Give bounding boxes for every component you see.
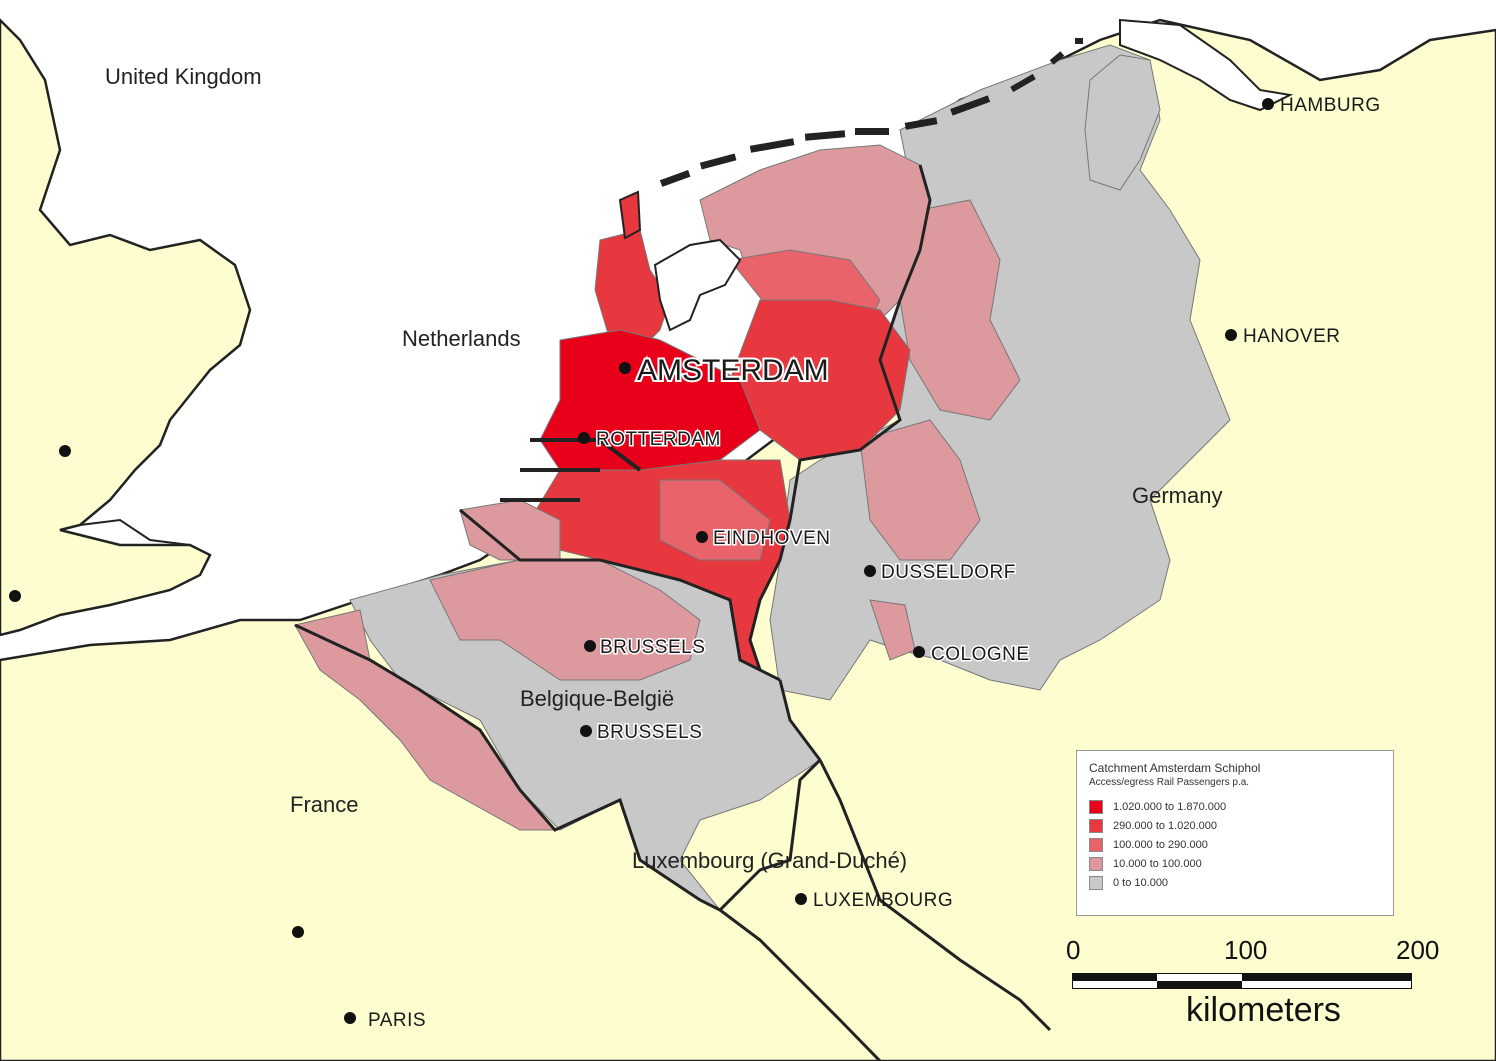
label-france: France [290,792,358,817]
legend: Catchment Amsterdam Schiphol Access/egre… [1076,750,1394,916]
label-cologne: COLOGNE [931,644,1030,665]
dot-amsterdam [619,362,631,374]
scale-tick-0: 0 [1066,935,1081,965]
legend-row: 100.000 to 290.000 [1089,835,1381,854]
legend-label: 10.000 to 100.000 [1113,857,1202,870]
label-cologne-halo: COLOGNE [931,644,1030,665]
dot-cologne [913,646,925,658]
uk-landmass [0,18,252,637]
label-rotterdam-halo: ROTTERDAM [596,429,721,450]
germany-north-coast [1119,18,1294,112]
dot-hamburg [1262,98,1274,110]
legend-swatch [1089,818,1103,833]
label-brussels-top-halo: BRUSSELS [600,637,705,658]
label-luxembourg: LUXEMBOURG [813,890,953,911]
label-belgium: Belgique-België [520,686,674,711]
label-brussels-top: BRUSSELS [600,637,705,658]
rhine-delta [500,438,642,502]
label-amsterdam: AMSTERDAM [637,354,829,387]
label-dusseldorf: DUSSELDORF [881,562,1016,583]
legend-swatch [1089,837,1103,852]
dot-unlabeled-2 [9,590,21,602]
scale-bar: 0 100 200 kilometers [1060,935,1460,1035]
germany-pink-1 [899,199,1021,421]
legend-label: 100.000 to 290.000 [1113,838,1208,851]
wadden-islands [659,38,1083,187]
dot-hanover [1225,329,1237,341]
legend-swatch [1089,875,1103,890]
nl-north-holland [594,229,671,351]
legend-row: 0 to 10.000 [1089,873,1381,892]
dot-unlabeled-1 [59,445,71,457]
nl-south-pink [659,479,771,561]
scale-tick-100: 100 [1224,935,1268,965]
dot-unlabeled-3 [292,926,304,938]
dot-paris [344,1012,356,1024]
dot-rotterdam [578,432,590,444]
ijsselmeer [653,238,742,332]
legend-subtitle: Access/egress Rail Passengers p.a. [1089,777,1250,788]
scale-bar-graphic [1072,973,1412,989]
germany-pink-2 [859,419,981,561]
legend-row: 10.000 to 100.000 [1089,854,1381,873]
label-germany: Germany [1132,483,1222,508]
dot-eindhoven [696,531,708,543]
legend-row: 1.020.000 to 1.870.000 [1089,797,1381,816]
label-paris: PARIS [368,1010,426,1031]
dot-luxembourg [795,893,807,905]
legend-title: Catchment Amsterdam Schiphol [1089,761,1261,775]
legend-label: 0 to 10.000 [1113,876,1169,889]
label-rotterdam: ROTTERDAM [596,429,721,450]
label-eindhoven-halo: EINDHOVEN [713,528,830,549]
dot-brussels-top [584,640,596,652]
legend-label: 290.000 to 1.020.000 [1113,819,1217,832]
thames-estuary [79,518,191,546]
label-brussels-bottom-halo: BRUSSELS [597,722,702,743]
dot-brussels-bottom [580,725,592,737]
schleswig-grey [1084,54,1161,191]
scale-tick-200: 200 [1396,935,1440,965]
label-hanover: HANOVER [1243,326,1340,347]
label-uk: United Kingdom [105,64,262,89]
label-luxembourg: Luxembourg (Grand-Duché) [632,848,907,873]
legend-row: 290.000 to 1.020.000 [1089,816,1381,835]
label-netherlands: Netherlands [402,326,521,351]
legend-label: 1.020.000 to 1.870.000 [1113,800,1227,813]
texel-island [618,190,642,240]
legend-swatch [1089,856,1103,871]
label-eindhoven: EINDHOVEN [713,528,830,549]
label-dusseldorf-halo: DUSSELDORF [881,562,1016,583]
scale-unit: kilometers [1186,991,1341,1029]
label-brussels-bottom: BRUSSELS [597,722,702,743]
label-hamburg: HAMBURG [1280,95,1381,116]
label-amsterdam-halo: AMSTERDAM [637,354,829,387]
dot-dusseldorf [864,565,876,577]
legend-swatch [1089,799,1103,814]
national-borders [294,164,1052,1061]
city-dots [9,98,1274,1024]
